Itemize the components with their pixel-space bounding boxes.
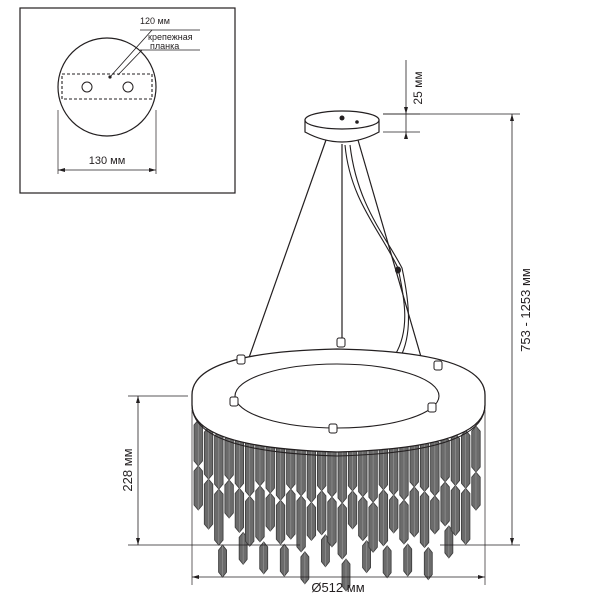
diameter-arrow-right [478,575,485,579]
canopy-height-label: 25 мм [411,71,425,104]
ring-post-5 [427,402,437,413]
diameter-label: Ø512 мм [311,580,364,595]
arrow-left [58,168,65,172]
canopy-screw-2 [355,120,359,124]
body-height-label: 228 мм [120,448,135,491]
diameter-dimension: Ø512 мм [191,410,486,595]
mounting-bar-leader [117,49,143,76]
canopy-top-view [57,37,157,137]
plate-width-label: 120 мм [140,16,170,26]
mounting-bar-label-line2: планка [150,41,179,51]
canopy-height-arrow-bottom [404,132,408,139]
total-height-arrow-bottom [510,538,514,545]
ring-post-6 [328,423,338,434]
mounting-hole-left [81,81,93,93]
body-height-arrow-bottom [136,538,140,545]
canopy-diameter-label: 130 мм [89,155,126,167]
total-height-dimension: 753 - 1253 мм [383,113,533,546]
ring-inner-opening [234,363,440,429]
ring-post-4 [229,396,239,407]
total-height-label: 753 - 1253 мм [518,268,533,352]
ring-frame [191,337,486,457]
ring-post-1 [236,354,246,365]
mounting-bar-label-line1: крепежная [148,32,193,42]
plate-width-leader [109,29,153,78]
body-height-dimension: 228 мм [120,395,300,546]
ring-post-3 [433,360,443,371]
mounting-plate-inset: 120 мм крепежная планка 130 мм [19,7,236,194]
ring-post-2 [336,337,346,348]
arrow-right [149,168,156,172]
canopy-height-arrow-top [404,107,408,114]
mounting-bar [61,73,153,100]
ring-bottom-edge [191,404,486,457]
diameter-arrow-left [192,575,199,579]
body-height-arrow-top [136,396,140,403]
canopy-height-dimension: 25 мм [383,60,425,139]
canopy-screw [339,115,345,121]
mounting-hole-right [122,81,134,93]
wire-clip [395,266,401,274]
ceiling-canopy [304,110,380,143]
total-height-arrow-top [510,114,514,121]
